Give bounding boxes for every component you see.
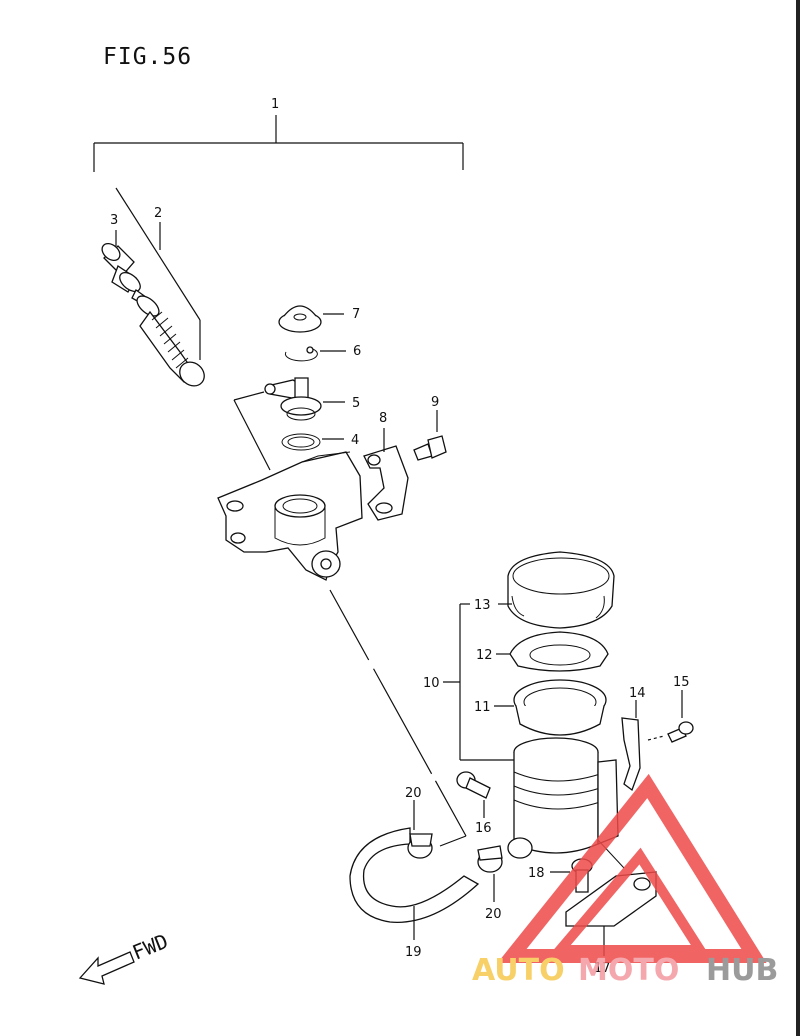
- reservoir-bracket-10: 10: [423, 603, 514, 761]
- watermark-logo-icon: [497, 773, 767, 963]
- o-ring-part-4: 4: [281, 433, 359, 451]
- boot-part-7: 7: [278, 305, 360, 333]
- svg-text:4: 4: [351, 433, 359, 448]
- screw-part-15: 15: [647, 675, 694, 743]
- svg-text:1: 1: [271, 97, 279, 112]
- svg-text:13: 13: [474, 598, 491, 613]
- svg-text:8: 8: [379, 411, 387, 426]
- svg-text:16: 16: [475, 821, 492, 836]
- clamp-part-20-lower: 20: [477, 845, 503, 922]
- svg-text:10: 10: [423, 676, 440, 691]
- svg-text:15: 15: [673, 675, 690, 690]
- hose-guide-line: [329, 589, 467, 847]
- svg-text:14: 14: [629, 686, 646, 701]
- svg-text:2: 2: [154, 206, 162, 221]
- circlip-part-6: 6: [284, 344, 361, 362]
- svg-text:18: 18: [528, 866, 545, 881]
- svg-text:12: 12: [476, 648, 493, 663]
- bracket-part-14: 14: [621, 686, 646, 792]
- svg-text:19: 19: [405, 945, 422, 960]
- svg-text:FWD: FWD: [129, 929, 171, 965]
- watermark: AUTO MOTO HUB: [472, 773, 778, 988]
- fwd-arrow-icon: [78, 951, 135, 985]
- callout-1: 1: [271, 97, 279, 112]
- figure-title: FIG.56: [103, 44, 193, 70]
- bolt-part-9: 9: [413, 395, 447, 461]
- svg-text:6: 6: [353, 344, 361, 359]
- svg-text:5: 5: [352, 396, 360, 411]
- callout-3: 3: [110, 213, 118, 246]
- reservoir-cap-part-13: 13: [474, 551, 615, 629]
- watermark-text-auto: AUTO: [472, 953, 565, 988]
- svg-text:20: 20: [485, 907, 502, 922]
- svg-text:7: 7: [352, 307, 360, 322]
- callout-2: 2: [154, 206, 162, 250]
- svg-text:20: 20: [405, 786, 422, 801]
- svg-text:11: 11: [474, 700, 491, 715]
- right-frame-border: [796, 0, 800, 1036]
- holder-part-8: 8: [363, 411, 409, 521]
- forward-direction-arrow: FWD: [78, 929, 171, 985]
- watermark-text-hub: HUB: [706, 953, 778, 988]
- bolt-part-16: 16: [456, 771, 492, 836]
- svg-text:17: 17: [594, 961, 611, 976]
- diaphragm-part-11: 11: [474, 679, 607, 736]
- hose-joint-part-5: 5: [264, 377, 360, 421]
- svg-text:9: 9: [431, 395, 439, 410]
- hose-part-19: 19: [349, 827, 480, 960]
- plate-part-12: 12: [476, 631, 609, 672]
- piston-assembly: [101, 242, 205, 387]
- clamp-part-20-upper: 20: [405, 786, 433, 859]
- master-cylinder-body: [217, 391, 363, 581]
- watermark-text-moto: MOTO: [578, 953, 679, 988]
- svg-text:3: 3: [110, 213, 118, 228]
- assembly-1-bracket: [93, 115, 464, 360]
